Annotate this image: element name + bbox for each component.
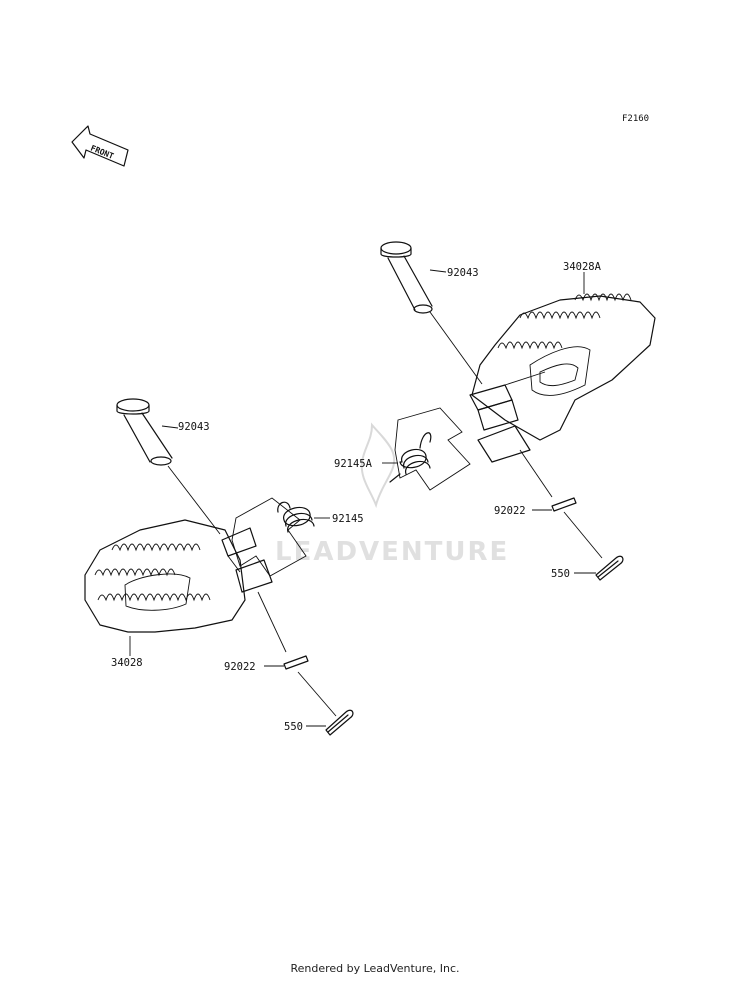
cotter-pin-right [595,555,624,581]
label-footpeg-right: 34028A [563,261,602,273]
watermark: LEADVENTURE [275,422,509,567]
label-pin-left: 92043 [178,421,210,433]
pin-right [380,241,433,314]
label-washer-left: 92022 [224,661,256,673]
front-label: FRONT [89,144,115,161]
pin-left [116,398,173,466]
label-cotter-right: 550 [551,568,570,580]
label-cotter-left: 550 [284,721,303,733]
spring-plate-right [394,407,471,491]
footpeg-right [469,293,656,463]
front-arrow-icon: FRONT [71,125,129,167]
spring-right [389,432,432,483]
footpeg-left [84,519,273,633]
label-footpeg-left: 34028 [111,657,143,669]
cotter-pin-left [325,709,354,736]
label-spring-left: 92145 [332,513,364,525]
label-pin-right: 92043 [447,267,479,279]
footer-credit: Rendered by LeadVenture, Inc. [290,962,460,975]
label-spring-right: 92145A [334,458,373,470]
washer-left [283,655,309,670]
watermark-text: LEADVENTURE [275,537,509,567]
washer-right [551,497,577,512]
label-washer-right: 92022 [494,505,526,517]
spring-left [277,501,315,533]
diagram-code: F2160 [622,114,649,124]
